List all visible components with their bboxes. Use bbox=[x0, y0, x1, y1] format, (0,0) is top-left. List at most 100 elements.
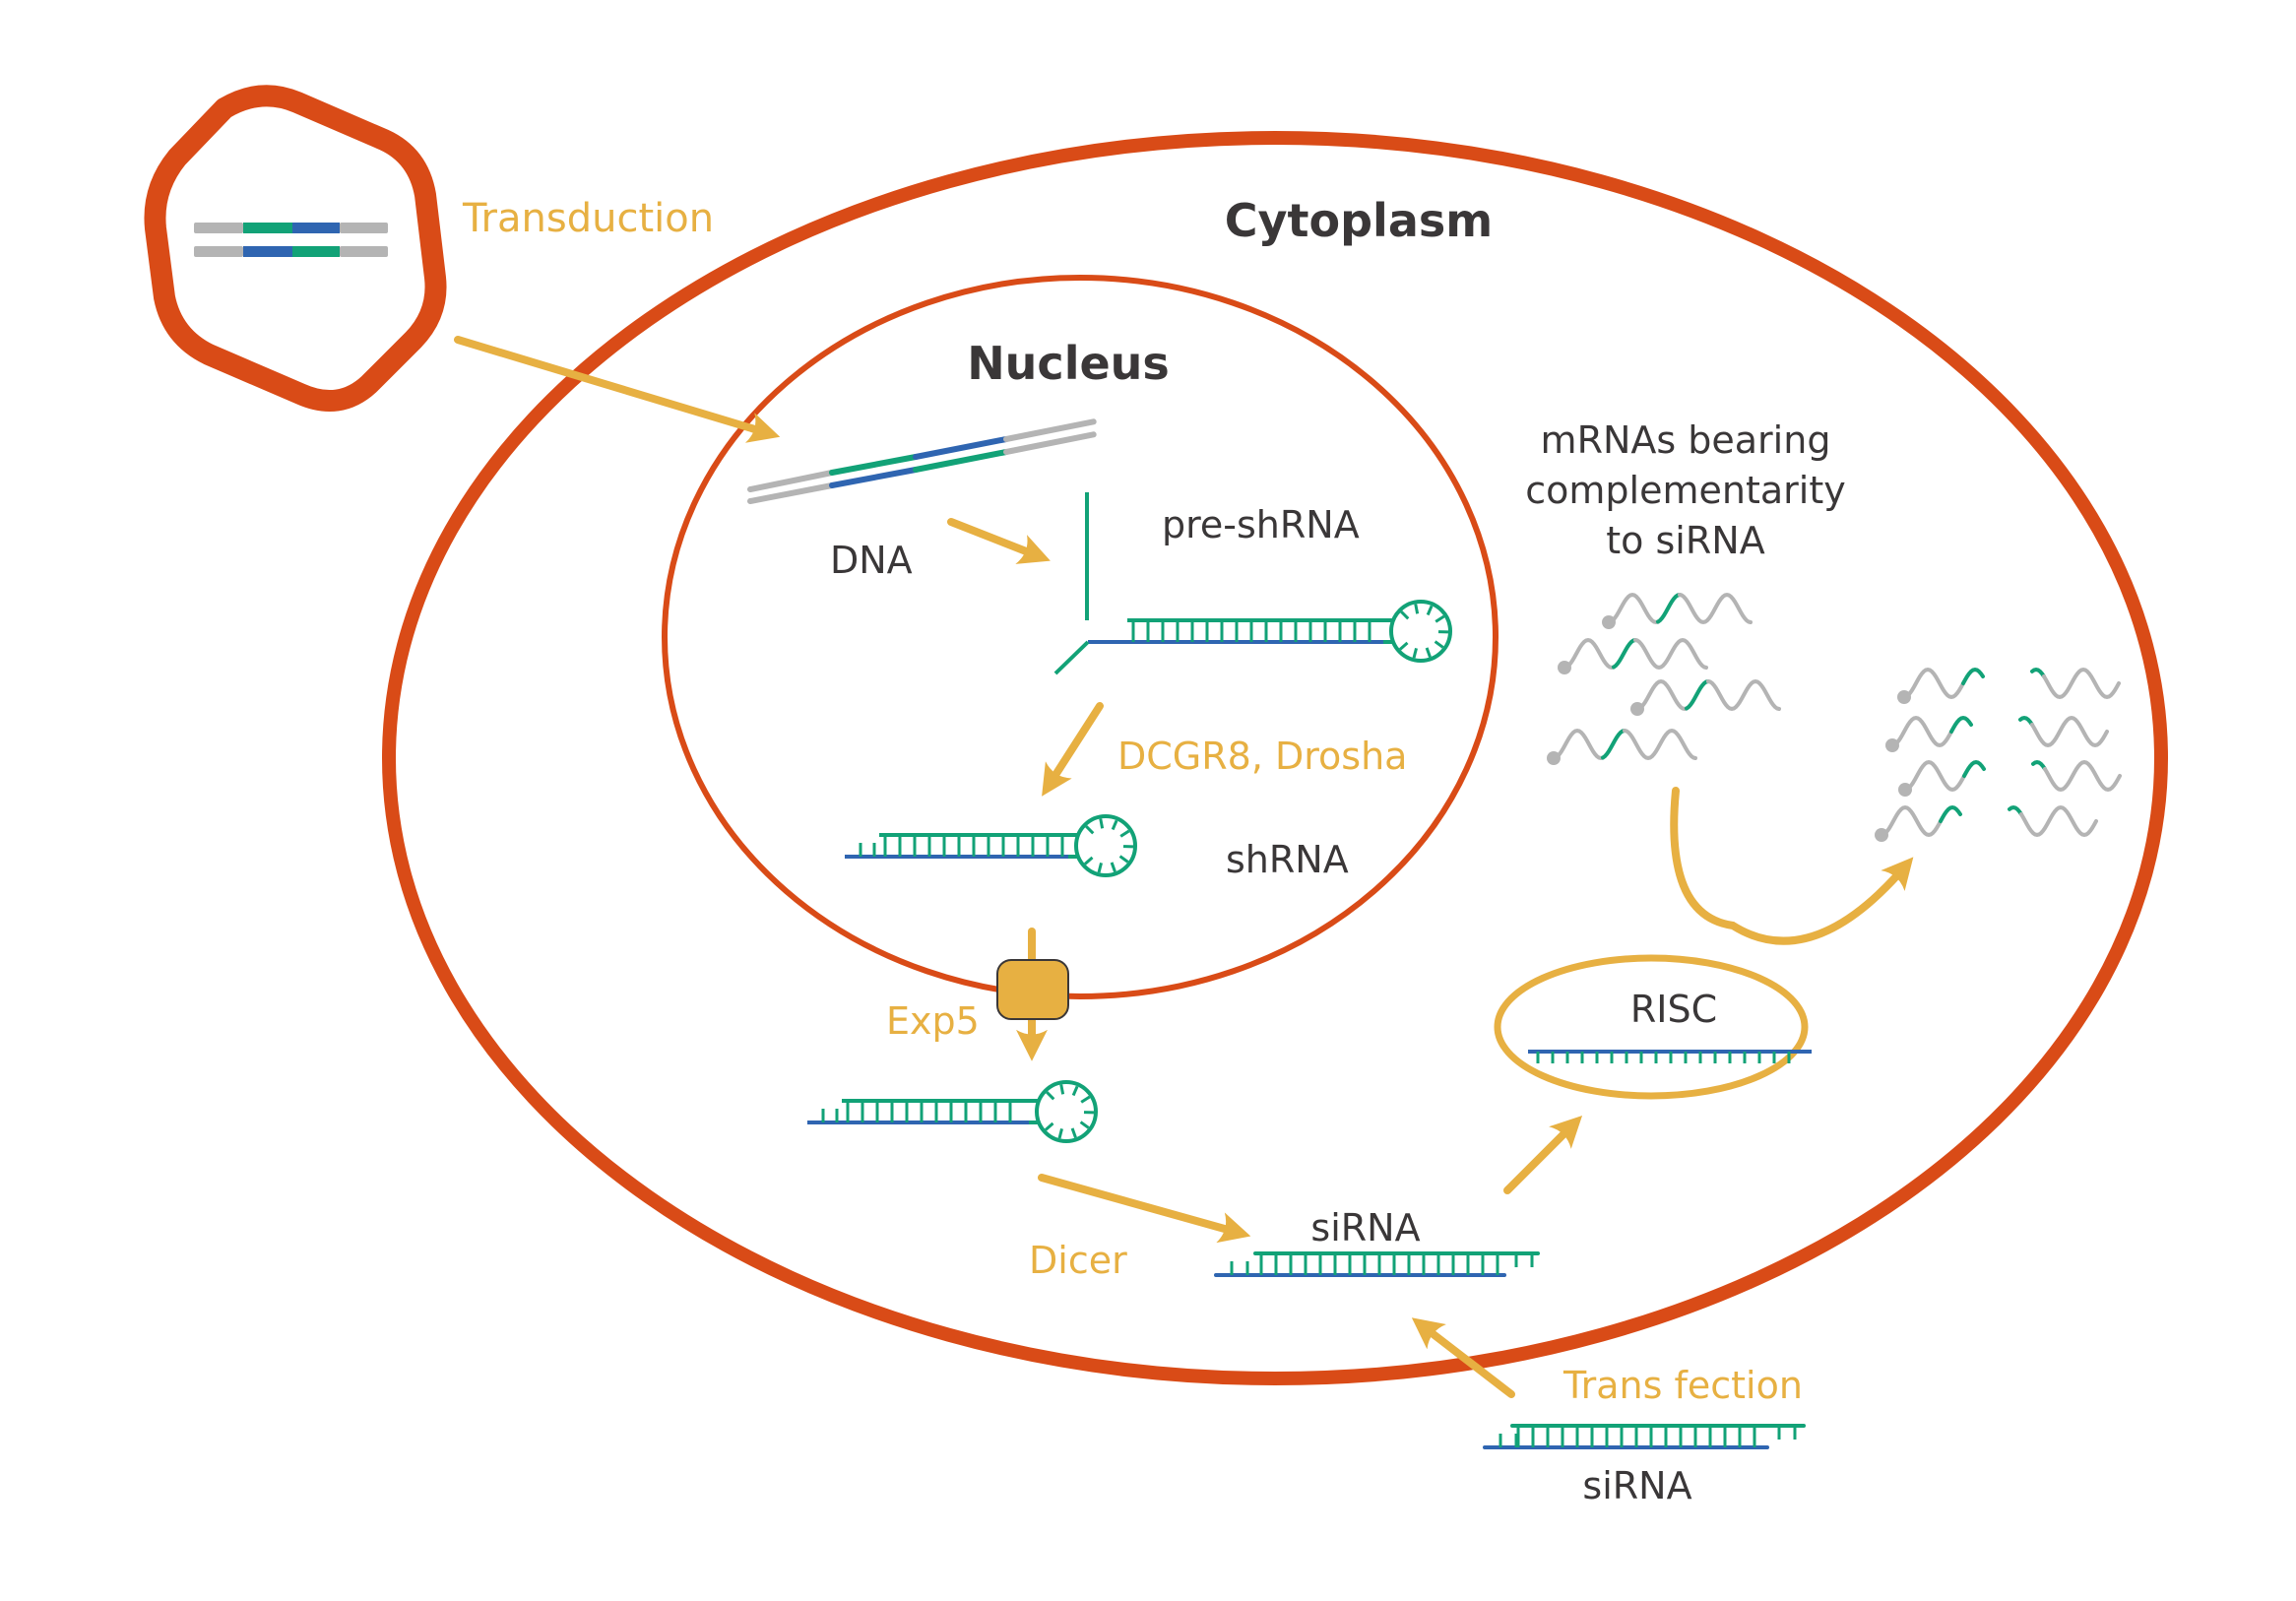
nucleus-label: Nucleus bbox=[967, 337, 1170, 390]
mrna-label-line3: to siRNA bbox=[1606, 519, 1764, 562]
hairpin-loop bbox=[1074, 814, 1137, 877]
cleaved-mrna bbox=[1875, 804, 2098, 842]
loop-base bbox=[1400, 610, 1410, 620]
pre-shrna-label: pre-shRNA bbox=[1162, 503, 1360, 546]
loop-base bbox=[1079, 1121, 1090, 1129]
target-site bbox=[1962, 759, 1986, 778]
loop-base bbox=[1071, 1085, 1079, 1097]
target-site bbox=[2030, 667, 2046, 678]
mrna-strand bbox=[1706, 678, 1781, 712]
nucleus-envelope bbox=[662, 275, 1499, 999]
dna-label: DNA bbox=[830, 539, 913, 582]
mrna-strand bbox=[2030, 715, 2109, 748]
hairpin-loop bbox=[1035, 1080, 1098, 1143]
cleaved-mrna-5prime bbox=[1875, 804, 1962, 842]
target-site bbox=[2008, 804, 2023, 816]
viral-vector bbox=[144, 85, 447, 412]
loop-base bbox=[1070, 1127, 1077, 1138]
external-sirna bbox=[1483, 1424, 1806, 1449]
mrna-strand bbox=[1678, 592, 1753, 625]
pre-shrna-tail bbox=[1053, 640, 1090, 675]
mrna-label-line1: mRNAs bearing bbox=[1541, 418, 1831, 462]
target-site bbox=[2031, 759, 2047, 771]
loop-base bbox=[1085, 825, 1095, 835]
target-site bbox=[1656, 593, 1682, 624]
cleaved-mrna-3prime bbox=[2008, 804, 2098, 838]
cytoplasm-membrane bbox=[382, 131, 2168, 1385]
cleaved-mrna-5prime bbox=[1897, 667, 1985, 704]
cleaved-mrna-3prime bbox=[2031, 759, 2122, 793]
target-site bbox=[1939, 804, 1962, 823]
mrna-strand bbox=[1633, 637, 1708, 671]
loop-base bbox=[1057, 1128, 1063, 1139]
cleavage-arrow bbox=[1670, 787, 1914, 945]
target-site bbox=[1685, 679, 1710, 711]
risc-complex bbox=[1494, 954, 1809, 1100]
intact-mrna bbox=[1602, 592, 1753, 629]
mrna-strand bbox=[2019, 804, 2098, 838]
loop-base bbox=[1119, 829, 1130, 838]
loop-base bbox=[1111, 819, 1118, 831]
loop-base bbox=[1426, 605, 1434, 616]
mrna-strand bbox=[1902, 667, 1965, 700]
hairpins bbox=[807, 492, 1806, 1449]
loop-base bbox=[1399, 641, 1409, 651]
intact-mrna bbox=[1547, 728, 1697, 765]
drosha-arrow bbox=[1042, 702, 1104, 797]
dicer-label: Dicer bbox=[1029, 1239, 1127, 1282]
cleaved-mrna bbox=[1898, 759, 2122, 797]
dna-to-preshrna-arrow bbox=[947, 518, 1051, 564]
loop-base bbox=[1110, 862, 1116, 872]
mrna-strand bbox=[1563, 637, 1616, 671]
dicer-arrow bbox=[1038, 1174, 1251, 1244]
loop-base bbox=[1046, 1091, 1055, 1101]
external-sirna-label: siRNA bbox=[1582, 1464, 1691, 1507]
cleaved-mrna bbox=[1897, 667, 2121, 704]
mrna-strand bbox=[1890, 715, 1953, 748]
cytoplasmic-sirna bbox=[1214, 1251, 1540, 1277]
loop-base bbox=[1425, 647, 1432, 658]
loop-base bbox=[1084, 856, 1094, 865]
mrna-strand bbox=[1635, 678, 1689, 712]
pre-shrna-hairpin bbox=[1053, 492, 1452, 675]
loop-base bbox=[1059, 1084, 1065, 1095]
risc-guide-strand bbox=[1528, 1050, 1812, 1063]
shrna-label: shRNA bbox=[1226, 838, 1349, 881]
drosha-label: DCGR8, Drosha bbox=[1117, 735, 1407, 778]
mrna-strand bbox=[2042, 667, 2121, 700]
loop-base bbox=[1080, 1095, 1091, 1104]
mrna-strand bbox=[1623, 728, 1697, 761]
cleaved-mrna bbox=[1885, 715, 2109, 752]
loop-base bbox=[1412, 648, 1418, 659]
loop-base bbox=[1118, 855, 1129, 864]
mrna-strand bbox=[1607, 592, 1660, 625]
mrna-strand bbox=[2043, 759, 2122, 793]
exp5-label: Exp5 bbox=[886, 999, 980, 1043]
cleaved-mrna-3prime bbox=[2018, 715, 2109, 748]
exp5-exporter bbox=[996, 959, 1069, 1020]
sirna-to-risc-arrow bbox=[1503, 1115, 1583, 1194]
intact-mrna bbox=[1558, 637, 1708, 674]
transduction-arrow bbox=[454, 336, 781, 443]
nuclear-shrna-hairpin bbox=[845, 814, 1137, 877]
loop-base bbox=[1434, 640, 1444, 649]
mrna-strand bbox=[1903, 759, 1966, 793]
transfection-arrow bbox=[1411, 1317, 1515, 1398]
target-site bbox=[1949, 715, 1973, 734]
cleaved-mrna-5prime bbox=[1885, 715, 1973, 752]
target-site bbox=[1612, 638, 1637, 670]
mrna-group bbox=[1547, 592, 2122, 842]
cleaved-mrna-3prime bbox=[2030, 667, 2121, 700]
transfection-label: Trans fection bbox=[1563, 1364, 1803, 1407]
sirna-label: siRNA bbox=[1310, 1206, 1420, 1249]
loop-base bbox=[1097, 863, 1103, 873]
loop-base bbox=[1435, 614, 1445, 623]
cytoplasm-label: Cytoplasm bbox=[1225, 194, 1493, 247]
target-site bbox=[1601, 729, 1626, 760]
loop-base bbox=[1099, 818, 1105, 829]
intact-mrna bbox=[1630, 678, 1781, 716]
mrna-label-line2: complementarity bbox=[1525, 469, 1845, 512]
mrna-strand bbox=[1552, 728, 1605, 761]
loop-base bbox=[1045, 1121, 1054, 1131]
